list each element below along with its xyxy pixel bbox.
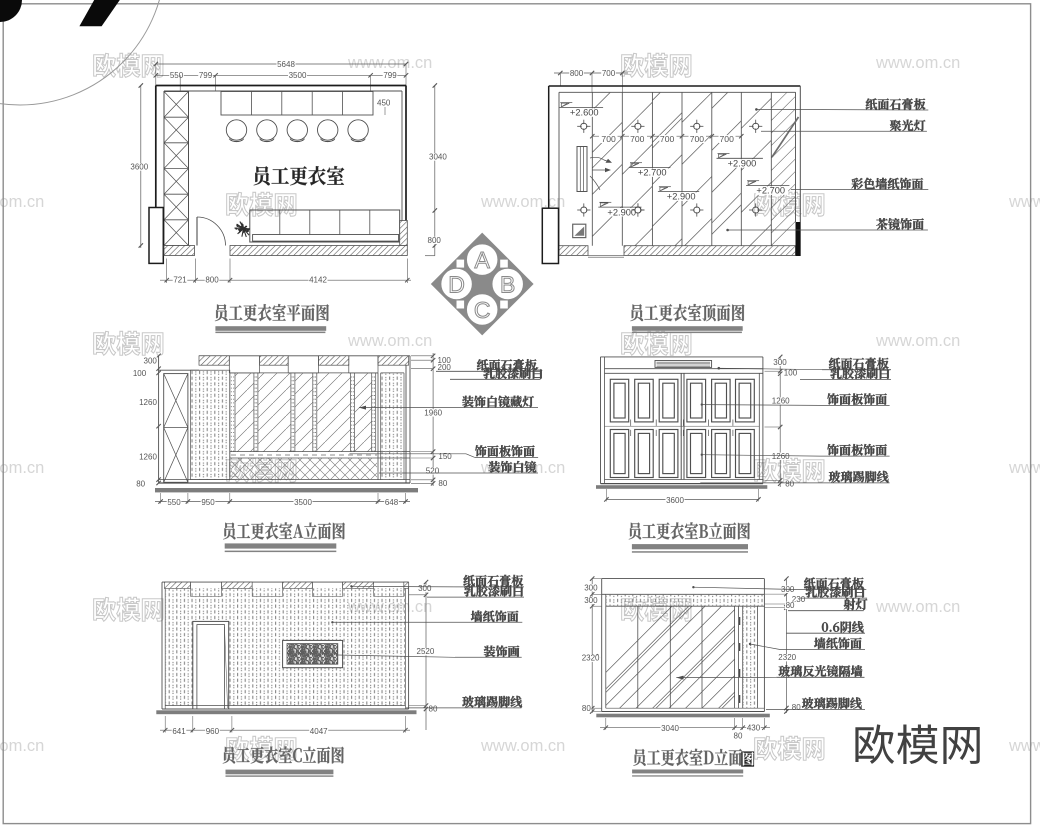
svg-text:520: 520 <box>426 466 440 475</box>
svg-text:www.om.cn: www.om.cn <box>480 737 565 755</box>
svg-text:300: 300 <box>418 584 432 593</box>
svg-text:2520: 2520 <box>417 647 435 656</box>
svg-text:550: 550 <box>167 498 181 507</box>
svg-text:www.om.cn: www.om.cn <box>0 459 44 477</box>
svg-text:5648: 5648 <box>277 60 295 69</box>
svg-text:300: 300 <box>144 357 158 366</box>
svg-text:www.om.cn: www.om.cn <box>875 598 960 616</box>
svg-text:800: 800 <box>428 236 442 245</box>
svg-text:100: 100 <box>133 369 147 378</box>
svg-text:C: C <box>474 297 491 323</box>
svg-text:80: 80 <box>438 479 447 488</box>
svg-text:3600: 3600 <box>666 496 684 505</box>
svg-text:+2.700: +2.700 <box>756 186 785 196</box>
svg-text:80: 80 <box>734 732 743 741</box>
svg-text:80: 80 <box>582 704 591 713</box>
svg-text:4047: 4047 <box>310 727 328 736</box>
svg-text:80: 80 <box>136 479 145 488</box>
svg-text:www.om.cn: www.om.cn <box>875 332 960 350</box>
svg-text:80: 80 <box>429 704 438 713</box>
svg-text:700: 700 <box>630 134 645 144</box>
svg-text:B: B <box>500 271 515 297</box>
svg-text:1260: 1260 <box>772 452 790 461</box>
svg-text:150: 150 <box>438 452 452 461</box>
svg-text:3600: 3600 <box>130 163 148 172</box>
svg-text:200: 200 <box>438 363 452 372</box>
svg-text:799: 799 <box>383 71 397 80</box>
svg-text:799: 799 <box>199 71 213 80</box>
svg-text:3500: 3500 <box>294 498 312 507</box>
svg-text:www.om.cn: www.om.cn <box>1008 459 1040 477</box>
svg-text:80: 80 <box>792 703 801 712</box>
svg-text:2320: 2320 <box>582 654 600 663</box>
svg-text:950: 950 <box>201 498 215 507</box>
svg-text:80: 80 <box>785 479 794 488</box>
svg-text:4142: 4142 <box>309 276 327 285</box>
svg-text:648: 648 <box>385 498 399 507</box>
svg-text:www.om.cn: www.om.cn <box>0 737 44 755</box>
svg-text:www.om.cn: www.om.cn <box>1008 193 1040 211</box>
svg-text:550: 550 <box>170 71 184 80</box>
svg-text:www.om.cn: www.om.cn <box>875 54 960 72</box>
svg-text:3040: 3040 <box>429 153 447 162</box>
svg-text:2320: 2320 <box>778 653 796 662</box>
svg-text:700: 700 <box>720 134 735 144</box>
svg-text:www.om.cn: www.om.cn <box>347 54 432 72</box>
svg-text:+2.700: +2.700 <box>638 168 667 178</box>
svg-text:700: 700 <box>660 134 675 144</box>
svg-text:430: 430 <box>747 724 761 733</box>
svg-text:+2.900: +2.900 <box>667 192 696 202</box>
svg-text:80: 80 <box>786 601 795 610</box>
svg-text:3040: 3040 <box>661 724 679 733</box>
svg-text:A: A <box>475 247 491 273</box>
svg-text:700: 700 <box>690 134 705 144</box>
svg-text:800: 800 <box>570 69 584 78</box>
svg-text:300: 300 <box>584 583 598 592</box>
svg-text:+2.600: +2.600 <box>570 108 599 118</box>
svg-text:700: 700 <box>602 69 616 78</box>
svg-text:3500: 3500 <box>289 71 307 80</box>
svg-text:www.om.cn: www.om.cn <box>347 332 432 350</box>
svg-text:800: 800 <box>205 276 219 285</box>
svg-text:www.om.cn: www.om.cn <box>1008 737 1040 755</box>
svg-text:1960: 1960 <box>424 408 442 417</box>
svg-text:960: 960 <box>206 727 220 736</box>
svg-text:300: 300 <box>773 358 787 367</box>
svg-text:721: 721 <box>173 276 187 285</box>
svg-text:300: 300 <box>584 596 598 605</box>
svg-text:+2.900: +2.900 <box>607 207 636 217</box>
svg-text:+2.900: +2.900 <box>728 159 757 169</box>
svg-text:450: 450 <box>377 99 391 108</box>
svg-text:641: 641 <box>172 727 186 736</box>
svg-text:1260: 1260 <box>772 397 790 406</box>
svg-text:1260: 1260 <box>139 452 157 461</box>
svg-text:D: D <box>448 271 465 297</box>
svg-text:1260: 1260 <box>139 398 157 407</box>
svg-text:www.om.cn: www.om.cn <box>0 193 44 211</box>
svg-text:700: 700 <box>601 134 616 144</box>
